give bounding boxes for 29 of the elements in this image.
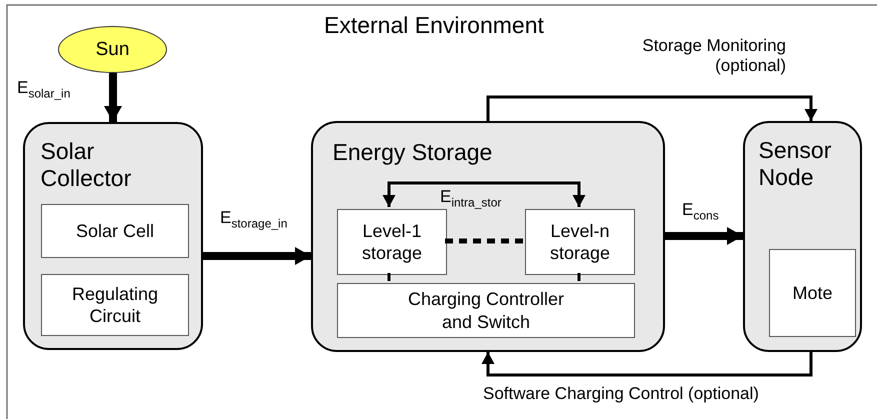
sun-ellipse: Sun bbox=[58, 26, 167, 73]
edge-label: E$_{intra_stor}$ bbox=[440, 187, 502, 210]
edge-label: Storage Monitoring (optional) bbox=[641, 36, 786, 77]
edge-label: E$_{solar_in}$ bbox=[17, 78, 70, 101]
component-box: Level-n storage bbox=[525, 209, 635, 275]
component-box: Charging Controller and Switch bbox=[337, 283, 635, 338]
component-box: Solar Cell bbox=[41, 204, 189, 258]
component-box: Regulating Circuit bbox=[41, 274, 189, 336]
component-panel bbox=[311, 121, 665, 352]
edge-label: E$_{storage_in}$ bbox=[220, 208, 288, 231]
edge-label: E$_{cons}$ bbox=[682, 200, 719, 223]
panel-heading: Energy Storage bbox=[332, 138, 494, 166]
arrow bbox=[382, 182, 586, 207]
component-box: Level-1 storage bbox=[337, 209, 447, 275]
arrow bbox=[104, 73, 122, 122]
diagram-title: External Environment bbox=[324, 12, 544, 39]
arrow bbox=[486, 96, 818, 121]
arrow bbox=[203, 247, 311, 265]
component-panel bbox=[23, 122, 203, 350]
connector-line bbox=[388, 273, 390, 281]
panel-heading: Solar Collector bbox=[40, 138, 132, 193]
component-panel bbox=[743, 121, 862, 352]
panel-heading: Sensor Node bbox=[758, 136, 832, 192]
connector-line bbox=[578, 273, 580, 281]
edge-label: Software Charging Control (optional) bbox=[483, 384, 759, 404]
component-box: Mote bbox=[769, 249, 856, 337]
arrow bbox=[665, 227, 743, 245]
arrow bbox=[482, 352, 812, 376]
dotted-connector bbox=[445, 238, 523, 244]
